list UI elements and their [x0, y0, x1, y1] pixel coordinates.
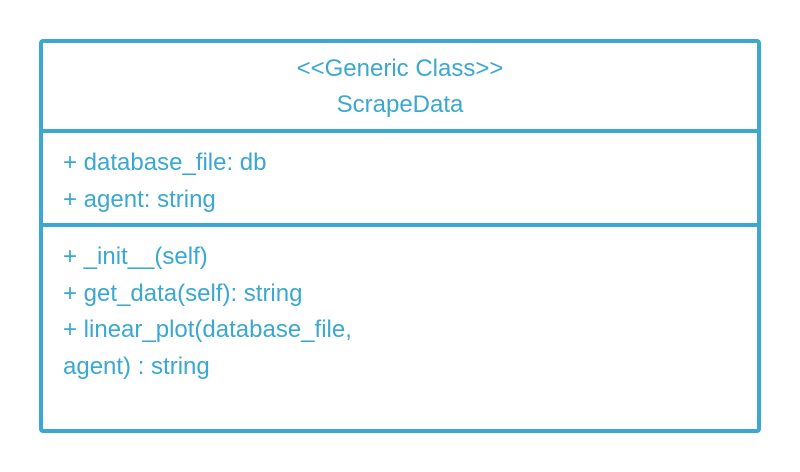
method-item: + _init__(self) [63, 243, 208, 270]
method-item: + get_data(self): string [63, 279, 303, 307]
class-header: <<Generic Class>> ScrapeData [43, 43, 757, 133]
method-item: + linear_plot(database_file, [63, 316, 352, 343]
uml-class-box: <<Generic Class>> ScrapeData + database_… [39, 39, 761, 433]
attribute-item: + database_file: db [63, 149, 267, 176]
methods-section: + _init__(self) + get_data(self): string… [43, 227, 757, 429]
attribute-item: + agent: string [63, 185, 216, 213]
method-item-continuation: agent) : string [63, 352, 210, 380]
class-name: ScrapeData [336, 91, 464, 118]
attributes-section: + database_file: db + agent: string [43, 133, 757, 227]
class-stereotype: <<Generic Class>> [296, 55, 504, 82]
